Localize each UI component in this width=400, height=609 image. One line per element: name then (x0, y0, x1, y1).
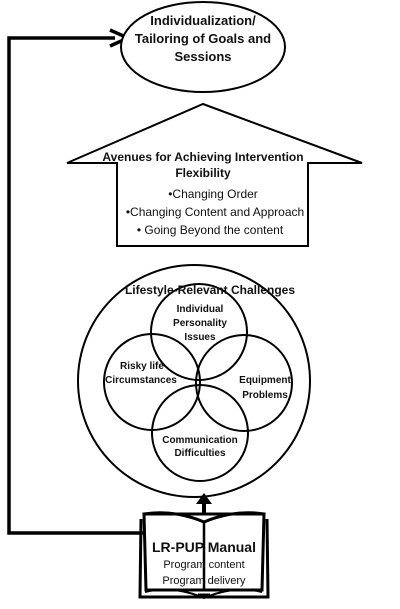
personality-label-line-2: Personality (173, 318, 227, 329)
manual-to-challenges-arrowhead (196, 493, 212, 504)
equipment-label-line-2: Problems (242, 390, 288, 401)
avenues-title-line-1: Avenues for Achieving Intervention (102, 150, 304, 164)
avenues-item-going-beyond: • Going Beyond the content (136, 223, 284, 237)
top-goal-line-3: Sessions (174, 49, 232, 64)
book-icon (138, 511, 270, 600)
communication-label-line-2: Difficulties (174, 448, 226, 459)
manual-program-delivery: Program delivery (162, 575, 246, 587)
manual-title: LR-PUP Manual (152, 539, 256, 555)
feedback-loop-line (7, 36, 150, 535)
risky-label-line-2: Circumstances (105, 375, 177, 386)
top-goal-oval (120, 1, 286, 93)
equipment-label-line-1: Equipment (239, 375, 291, 386)
avenues-item-content-approach: •Changing Content and Approach (125, 205, 305, 219)
top-goal-line-1: Individualization/ (150, 13, 256, 28)
manual-program-content: Program content (163, 559, 245, 571)
risky-label-line-1: Risky life (120, 361, 164, 372)
avenues-up-arrow (66, 102, 363, 247)
communication-label-line-1: Communication (162, 435, 238, 446)
communication-circle (151, 384, 249, 482)
personality-label-line-3: Issues (184, 332, 216, 343)
personality-label-line-1: Individual (176, 304, 224, 315)
top-goal-line-2: Tailoring of Goals and (134, 31, 272, 46)
challenges-outer-circle (77, 264, 311, 498)
avenues-item-changing-order: •Changing Order (168, 187, 258, 201)
avenues-title-line-2: Flexibility (175, 166, 231, 180)
challenges-title: Lifestyle-Relevant Challenges (124, 283, 296, 297)
equipment-circle (195, 334, 293, 432)
